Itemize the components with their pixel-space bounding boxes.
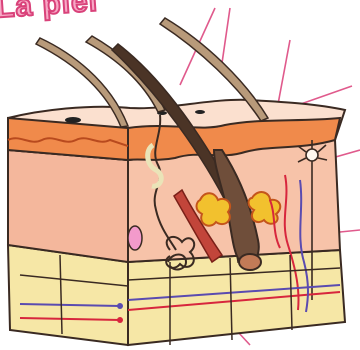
dermis-front — [8, 150, 128, 262]
artery-end — [117, 317, 123, 323]
pore-icon — [65, 117, 81, 123]
leader-line — [221, 8, 230, 70]
hair-bulb — [239, 254, 261, 270]
vein-end — [117, 303, 123, 309]
pore-icon — [195, 110, 205, 114]
hair-shaft — [86, 36, 165, 112]
leader-line — [298, 86, 352, 105]
pacinian-corpuscle — [128, 226, 142, 250]
